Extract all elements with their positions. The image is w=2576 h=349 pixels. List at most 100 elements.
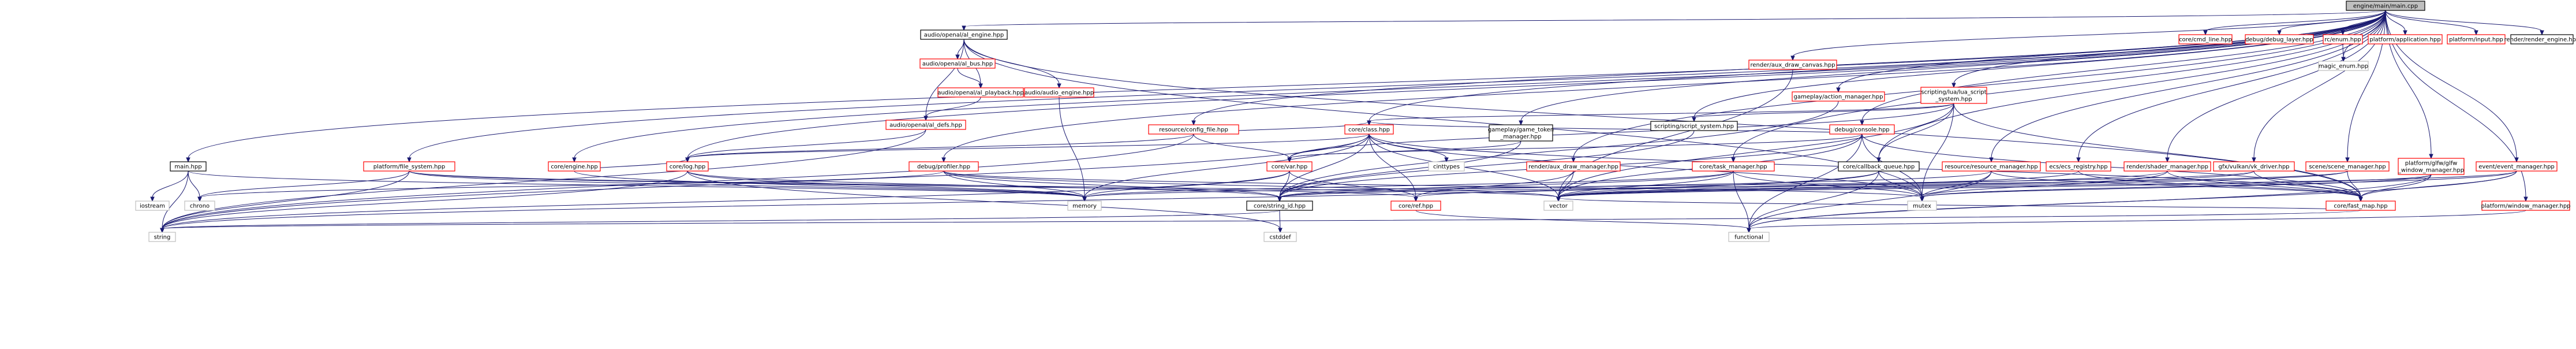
node-box xyxy=(1266,161,1313,172)
node-platform-window-manager[interactable]: platform/window_manager.hpp xyxy=(2481,201,2571,211)
edge-audio_al_bus-to-audio_al_playback xyxy=(957,68,983,89)
node-cstddef[interactable]: cstddef xyxy=(1263,232,1297,242)
edge-gfx_vulkan_vk_driver-to-memory xyxy=(1082,170,2255,202)
edge-audio_audio_engine-to-memory xyxy=(1059,96,1087,202)
node-iostream[interactable]: iostream xyxy=(135,201,170,211)
node-mutex[interactable]: mutex xyxy=(1907,201,1937,211)
edge-debug_console-to-core_var xyxy=(1287,133,1863,163)
node-label: core/ref.hpp xyxy=(1399,203,1433,210)
node-box xyxy=(2123,161,2211,172)
node-box xyxy=(2305,161,2390,172)
edge-root-to-platform_file_system xyxy=(407,10,2386,163)
node-main-hpp[interactable]: main.hpp xyxy=(170,161,207,172)
node-label: audio/openal/al_engine.hpp xyxy=(924,32,1004,39)
edge-audio_al_defs-to-core_log xyxy=(685,129,926,163)
node-box xyxy=(908,161,979,172)
node-box xyxy=(1920,87,1987,104)
node-render-aux-draw-canvas[interactable]: render/aux_draw_canvas.hpp xyxy=(1748,60,1837,70)
node-core-fast-map[interactable]: core/fast_map.hpp xyxy=(2325,201,2396,211)
node-core-class[interactable]: core/class.hpp xyxy=(1344,124,1394,135)
node-platform-glfw-window-manager[interactable]: platform/glfw/glfw_window_manager.hpp xyxy=(2398,158,2465,175)
edge-scene_scene_manager-to-core_string_id xyxy=(1277,170,2348,202)
node-platform-application[interactable]: platform/application.hpp xyxy=(2368,34,2443,44)
node-functional[interactable]: functional xyxy=(1728,232,1770,242)
node-label: platform/glfw/glfw xyxy=(2405,161,2458,167)
edge-resource_config_file-to-core_var xyxy=(1193,133,1292,163)
node-chrono[interactable]: chrono xyxy=(184,201,215,211)
node-core-string-id[interactable]: core/string_id.hpp xyxy=(1246,201,1313,211)
node-label: platform/application.hpp xyxy=(2369,37,2440,43)
edge-scripting_lua-to-scripting_script_system xyxy=(1692,103,1954,122)
node-label: resource/config_file.hpp xyxy=(1159,127,1228,133)
node-box xyxy=(1792,91,1885,102)
node-audio-al-defs[interactable]: audio/openal/al_defs.hpp xyxy=(885,120,966,130)
edge-core_task_manager-to-functional xyxy=(1733,170,1751,233)
node-box xyxy=(2325,201,2396,211)
edge-root-to-platform_application xyxy=(2385,10,2407,36)
node-resource-resource-manager[interactable]: resource/resource_manager.hpp xyxy=(1942,161,2041,172)
node-audio-engine-openal[interactable]: audio/openal/al_engine.hpp xyxy=(920,29,1008,40)
node-core-log[interactable]: core/log.hpp xyxy=(666,161,709,172)
node-label: core/cmd_line.hpp xyxy=(2179,37,2232,43)
node-scripting-lua[interactable]: scripting/lua/lua_script_system.hpp xyxy=(1920,87,1987,104)
node-core-ref[interactable]: core/ref.hpp xyxy=(1390,201,1441,211)
node-core-callback-queue[interactable]: core/callback_queue.hpp xyxy=(1838,161,1920,172)
node-core-cmd-line[interactable]: core/cmd_line.hpp xyxy=(2178,34,2233,44)
node-box xyxy=(937,87,1024,98)
node-audio-audio-engine[interactable]: audio/audio_engine.hpp xyxy=(1024,87,1094,98)
node-platform-input[interactable]: platform/input.hpp xyxy=(2447,34,2506,44)
node-debug-profiler[interactable]: debug/profiler.hpp xyxy=(908,161,979,172)
node-platform-file-system[interactable]: platform/file_system.hpp xyxy=(363,161,455,172)
node-vector[interactable]: vector xyxy=(1543,201,1573,211)
node-box xyxy=(1728,232,1770,242)
edge-audio_engine_openal-to-audio_al_bus xyxy=(955,39,964,60)
node-ecs-ecs-registry[interactable]: ecs/ecs_registry.hpp xyxy=(2046,161,2111,172)
node-scripting-script-system[interactable]: scripting/script_system.hpp xyxy=(1650,121,1738,131)
node-label: platform/window_manager.hpp xyxy=(2481,203,2570,210)
node-box xyxy=(2346,1,2425,11)
node-audio-al-playback[interactable]: audio/openal/al_playback.hpp xyxy=(937,87,1024,98)
edge-root-to-core_class xyxy=(1367,10,2386,126)
node-label: render/aux_draw_canvas.hpp xyxy=(1751,62,1835,69)
node-label: memory xyxy=(1072,203,1097,210)
node-resource-config-file[interactable]: resource/config_file.hpp xyxy=(1148,124,1239,135)
node-rc-enum[interactable]: rc/enum.hpp xyxy=(2323,34,2363,44)
node-string[interactable]: string xyxy=(148,232,176,242)
edge-rc_enum-to-magic_enum xyxy=(2341,43,2346,62)
node-render-shader-manager[interactable]: render/shader_manager.hpp xyxy=(2123,161,2211,172)
node-box xyxy=(1024,87,1094,98)
node-root[interactable]: engine/main/main.cpp xyxy=(2346,1,2425,11)
node-core-task-manager[interactable]: core/task_manager.hpp xyxy=(1692,161,1775,172)
node-render-aux-draw-manager[interactable]: render/aux_draw_manager.hpp xyxy=(1526,161,1621,172)
edge-core_ref-to-functional xyxy=(1415,210,1751,233)
node-event-event-manager[interactable]: event/event_manager.hpp xyxy=(2476,161,2558,172)
node-label: core/log.hpp xyxy=(670,164,706,170)
node-gameplay-game-token[interactable]: gameplay/game_token_manager.hpp xyxy=(1488,124,1554,142)
node-render-render-engine[interactable]: render/render_engine.hpp xyxy=(2504,34,2576,44)
edge-platform_window_manager-to-functional xyxy=(1747,210,2526,233)
edge-event_event_manager-to-core_fast_map xyxy=(2358,170,2517,202)
node-debug-console[interactable]: debug/console.hpp xyxy=(1829,124,1895,135)
node-box xyxy=(920,29,1008,40)
node-gfx-vulkan-vk-driver[interactable]: gfx/vulkan/vk_driver.hpp xyxy=(2213,161,2295,172)
node-box xyxy=(148,232,176,242)
edge-core_task_manager-to-core_string_id xyxy=(1277,170,1734,202)
node-cinttypes[interactable]: cinttypes xyxy=(1428,161,1465,172)
node-audio-al-bus[interactable]: audio/openal/al_bus.hpp xyxy=(919,58,996,69)
node-debug-debug-layer[interactable]: debug/debug_layer.hpp xyxy=(2245,34,2314,44)
node-memory[interactable]: memory xyxy=(1067,201,1102,211)
node-box xyxy=(184,201,215,211)
node-box xyxy=(1907,201,1937,211)
node-gameplay-action-manager[interactable]: gameplay/action_manager.hpp xyxy=(1792,91,1885,102)
node-label: event/event_manager.hpp xyxy=(2478,164,2555,170)
node-core-engine[interactable]: core/engine.hpp xyxy=(548,161,601,172)
node-label: render/aux_draw_manager.hpp xyxy=(1528,164,1618,170)
node-magic-enum[interactable]: magic_enum.hpp xyxy=(2318,61,2369,71)
node-scene-scene-manager[interactable]: scene/scene_manager.hpp xyxy=(2305,161,2390,172)
node-label: audio/audio_engine.hpp xyxy=(1025,90,1094,96)
node-box xyxy=(363,161,455,172)
node-core-var[interactable]: core/var.hpp xyxy=(1266,161,1313,172)
node-label: audio/openal/al_playback.hpp xyxy=(937,90,1023,96)
edge-root-to-render_aux_draw_manager xyxy=(1571,10,2386,163)
node-label: rc/enum.hpp xyxy=(2324,37,2361,43)
